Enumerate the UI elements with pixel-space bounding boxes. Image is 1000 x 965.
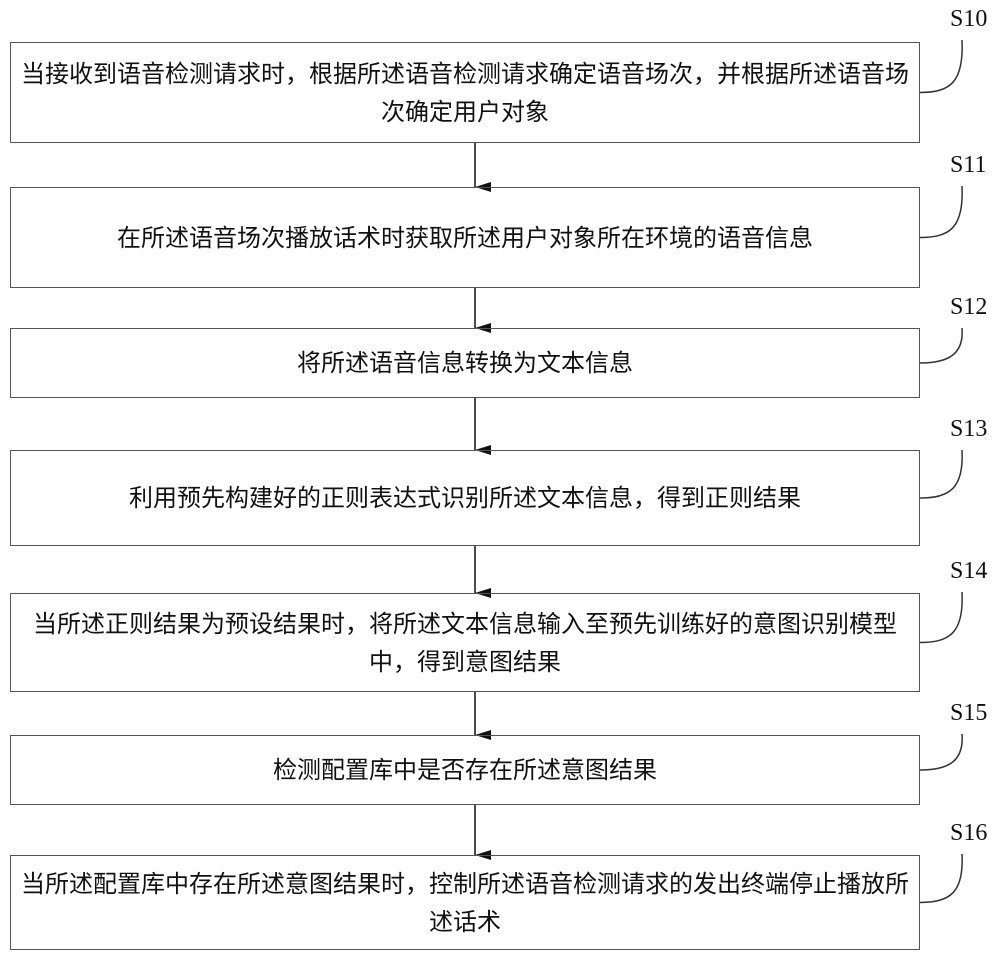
step-label-s10: S10 (950, 6, 988, 32)
label-leader-line (919, 853, 963, 904)
step-box-s13: 利用预先构建好的正则表达式识别所述文本信息，得到正则结果 (10, 450, 920, 546)
label-leader-line (919, 185, 963, 239)
step-label-s16: S16 (950, 820, 988, 846)
step-text: 利用预先构建好的正则表达式识别所述文本信息，得到正则结果 (129, 484, 801, 512)
step-box-s11: 在所述语音场次播放话术时获取所述用户对象所在环境的语音信息 (10, 187, 920, 288)
label-leader-line (919, 591, 963, 644)
step-text: 将所述语音信息转换为文本信息 (297, 349, 633, 377)
label-leader-line (919, 327, 963, 364)
label-leader-line (919, 733, 963, 771)
step-text: 当接收到语音检测请求时，根据所述语音检测请求确定语音场次，并根据所述语音场次确定… (21, 59, 909, 126)
step-label-s12: S12 (950, 294, 988, 320)
step-text: 当所述配置库中存在所述意图结果时，控制所述语音检测请求的发出终端停止播放所述话术 (21, 869, 909, 936)
step-box-s16: 当所述配置库中存在所述意图结果时，控制所述语音检测请求的发出终端停止播放所述话术 (10, 855, 920, 950)
step-label-s15: S15 (950, 700, 988, 726)
step-label-s14: S14 (950, 558, 988, 584)
step-box-s10: 当接收到语音检测请求时，根据所述语音检测请求确定语音场次，并根据所述语音场次确定… (10, 42, 920, 143)
step-text: 当所述正则结果为预设结果时，将所述文本信息输入至预先训练好的意图识别模型中，得到… (33, 609, 897, 676)
step-text: 检测配置库中是否存在所述意图结果 (273, 756, 657, 784)
step-label-s13: S13 (950, 416, 988, 442)
label-leader-line (919, 449, 963, 499)
step-box-s14: 当所述正则结果为预设结果时，将所述文本信息输入至预先训练好的意图识别模型中，得到… (10, 593, 920, 692)
step-box-s15: 检测配置库中是否存在所述意图结果 (10, 735, 920, 805)
step-text: 在所述语音场次播放话术时获取所述用户对象所在环境的语音信息 (117, 223, 813, 252)
step-box-s12: 将所述语音信息转换为文本信息 (10, 328, 920, 398)
step-label-s11: S11 (950, 152, 987, 178)
label-leader-line (919, 39, 963, 94)
